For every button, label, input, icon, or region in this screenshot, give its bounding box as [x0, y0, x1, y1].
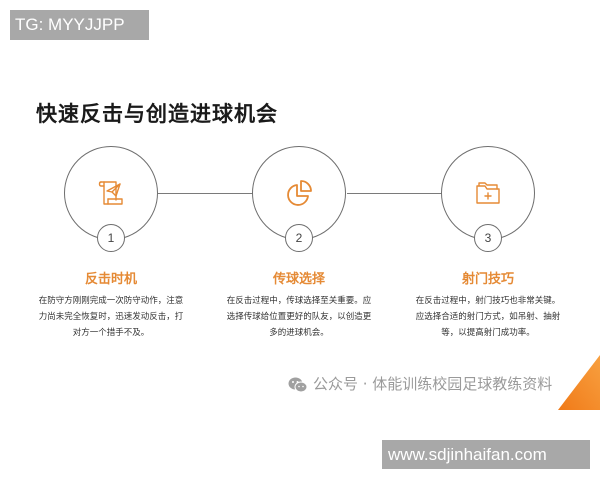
step-description: 在防守方刚刚完成一次防守动作，注意 力尚未完全恢复时，迅速发动反击，打 对方一个…	[38, 296, 184, 338]
step-title: 反击时机	[84, 272, 137, 287]
pie-chart-icon	[287, 180, 312, 206]
watermark-bottom: www.sdjinhaifan.com	[382, 440, 590, 469]
connector-line-2-3	[347, 193, 442, 194]
wechat-icon	[288, 377, 308, 392]
page-title: 快速反击与创造进球机会	[36, 102, 278, 126]
step-number-badge: 2	[285, 224, 313, 252]
step-title: 传球选择	[272, 272, 325, 287]
wechat-source-label: 公众号 · 体能训练校园足球教练资料	[313, 375, 553, 393]
wechat-source: 公众号 · 体能训练校园足球教练资料	[288, 373, 552, 394]
step-description: 在反击过程中，射门技巧也非常关键。 应选择合适的射门方式，如吊射、抽射 等，以提…	[415, 296, 561, 338]
step-description: 在反击过程中，传球选择至关重要。应 选择传球给位置更好的队友，以创造更 多的进球…	[226, 296, 372, 338]
scroll-paper-plane-icon	[98, 181, 123, 205]
step-number-badge: 1	[97, 224, 125, 252]
connector-line-1-2	[158, 193, 253, 194]
step-title: 射门技巧	[461, 272, 514, 287]
watermark-top: TG: MYYJJPP	[10, 10, 149, 40]
corner-accent-triangle	[558, 355, 600, 410]
folder-plus-icon	[476, 182, 500, 204]
step-number-badge: 3	[474, 224, 502, 252]
